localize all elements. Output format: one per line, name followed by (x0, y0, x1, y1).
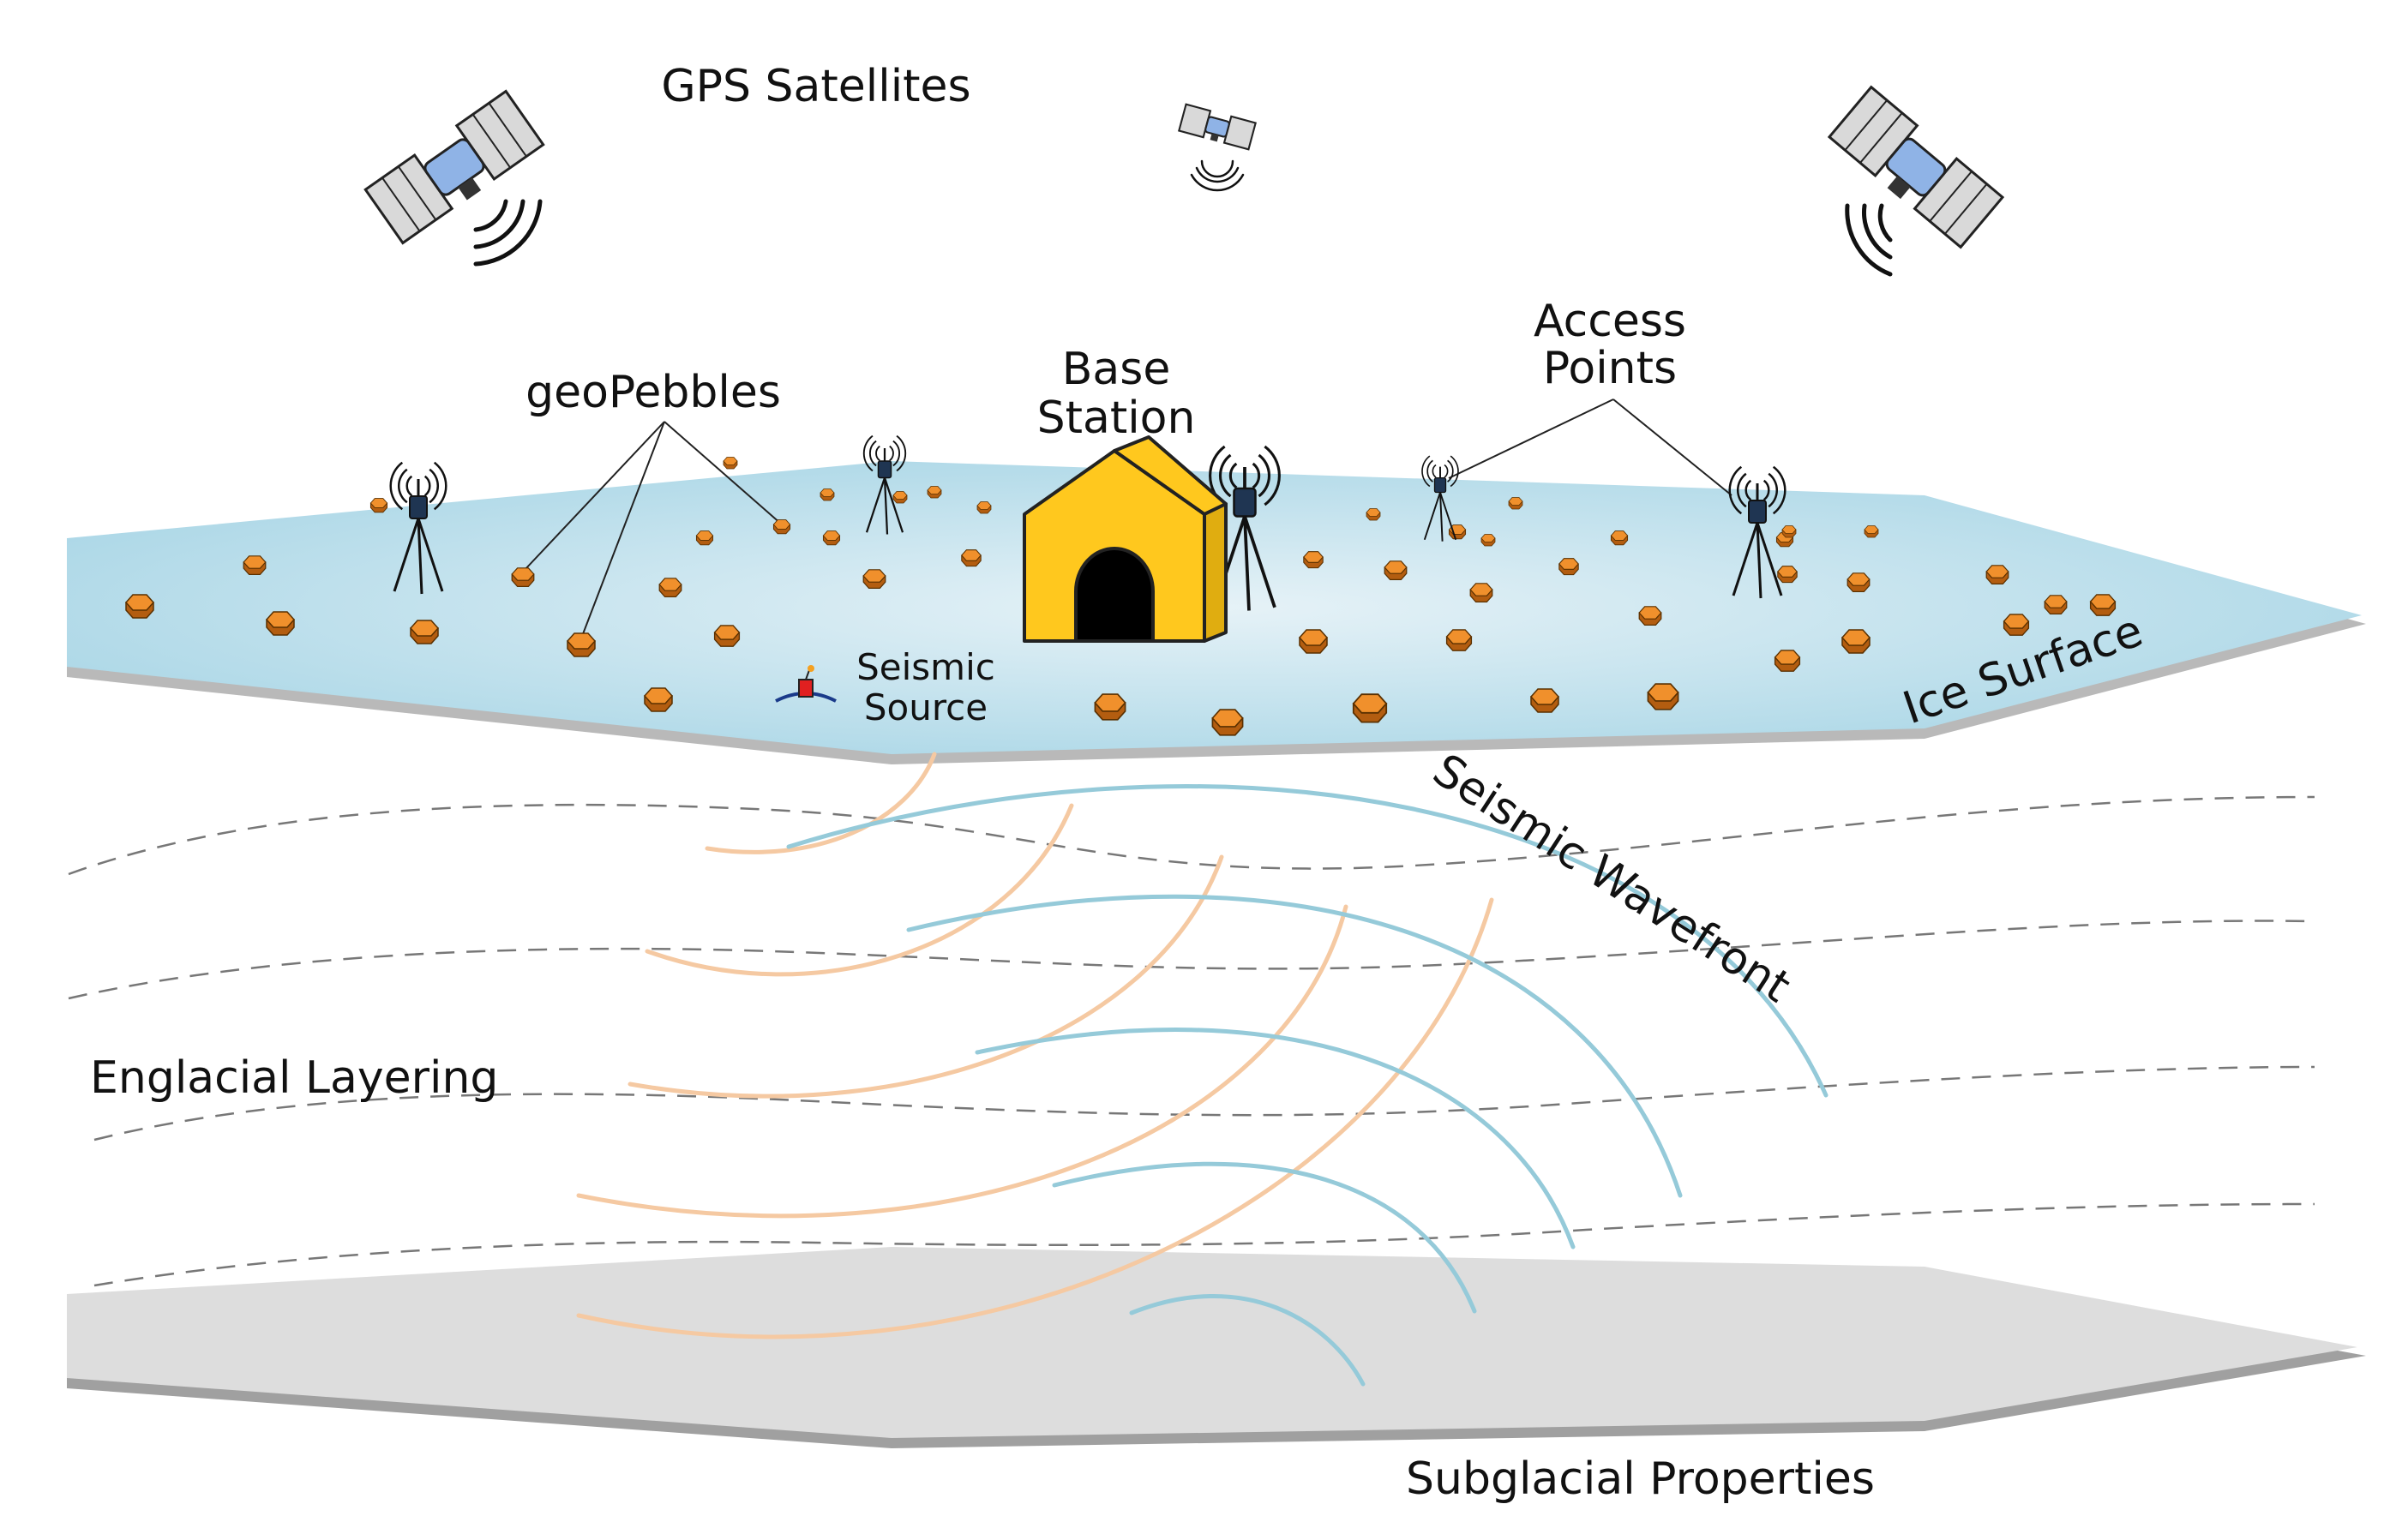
seismic-source-label-line1: Seismic (856, 646, 995, 688)
antenna-tripod-icon (862, 434, 907, 535)
geopebble-icon (409, 620, 440, 644)
geopebble-icon (243, 555, 267, 576)
geopebble-icon (723, 457, 738, 470)
seismic-source-icon (775, 665, 837, 703)
geopebble-icon (511, 567, 535, 588)
geopebble-icon (695, 530, 714, 546)
geopebble-icon (862, 569, 886, 590)
access-points-label-line1: Access (1534, 296, 1686, 347)
geopebbles-label: geoPebbles (525, 367, 781, 418)
geopebble-icon (1469, 583, 1493, 603)
antenna-tripod-icon (1421, 455, 1459, 542)
wavefront-orange (576, 752, 1494, 1339)
satellite-icon (1178, 103, 1257, 151)
access-point-group (389, 434, 1786, 611)
geopebble-icon (1558, 558, 1579, 576)
seismic-source-label-line2: Source (864, 686, 988, 728)
seismic-wavefront-label: Seismic Wavefront (1424, 745, 1799, 1013)
geopebble-icon (369, 498, 388, 513)
geopebble-icon (1610, 530, 1629, 546)
geopebble-icon (822, 530, 841, 546)
geopebble-icon (1303, 551, 1324, 569)
englacial-layering-label: Englacial Layering (90, 1052, 498, 1104)
geopebble-icon (124, 594, 155, 619)
geopebble-icon (1445, 629, 1473, 651)
geopebble-icon (566, 632, 597, 657)
access-points-label-line2: Points (1543, 343, 1677, 394)
geopebble-icon (713, 625, 741, 647)
geopebble-icon (2089, 594, 2117, 616)
geopebble-icon (772, 519, 791, 535)
geopebble-icon (1211, 709, 1244, 736)
antenna-tripod-icon (1209, 445, 1281, 611)
geopebble-icon (2044, 595, 2068, 615)
geopebble-icon (1638, 606, 1662, 626)
geopebble-icon (643, 687, 674, 712)
geopebble-icon (1529, 688, 1560, 713)
geopebble-icon (1864, 525, 1879, 538)
base-station-label-line1: Base (1062, 344, 1171, 395)
geopebble-icon (1774, 650, 1801, 672)
subglacial-bed (67, 1247, 2366, 1448)
geopebble-icon (658, 578, 682, 598)
wavefront-blue (786, 784, 1829, 1387)
leader-lines (524, 398, 1732, 639)
geopebble-icon (1298, 629, 1329, 654)
geopebble-icon (961, 549, 982, 567)
gps-signal-icon (1845, 203, 1893, 277)
geopebble-icon (1384, 560, 1408, 581)
geopebble-icon (1366, 508, 1381, 521)
geopebble-group (124, 457, 2117, 736)
geopebble-icon (1841, 629, 1871, 654)
base-station-label-line2: Station (1037, 392, 1196, 444)
geopebble-icon (1352, 693, 1388, 723)
geopebble-icon (1647, 683, 1679, 710)
geopebble-icon (1777, 566, 1798, 584)
geopebble-icon (2003, 614, 2030, 636)
subglacial-properties-label: Subglacial Properties (1406, 1453, 1875, 1505)
geopebble-icon (820, 488, 835, 501)
geopebble-icon (1480, 534, 1496, 547)
geopebble-icon (1985, 565, 2009, 585)
geopebble-icon (1781, 525, 1797, 538)
antenna-tripod-icon (1728, 465, 1786, 599)
antenna-tripod-icon (389, 461, 447, 595)
gps-satellites-label: GPS Satellites (661, 61, 970, 112)
geopebble-icon (927, 486, 942, 499)
base-station-hut-icon (1023, 435, 1228, 643)
geopebble-icon (1094, 693, 1126, 721)
gps-signal-icon (473, 199, 543, 267)
geopebble-icon (976, 501, 992, 514)
geopebble-icon (265, 611, 296, 636)
satellite-icon (363, 89, 545, 245)
satellite-icon (1827, 85, 2005, 249)
gps-signal-icon (1190, 159, 1245, 192)
geopebble-icon (1847, 572, 1871, 593)
englacial-layers (68, 795, 2315, 1287)
geopebble-icon (892, 491, 908, 504)
geopebble-icon (1508, 497, 1523, 510)
